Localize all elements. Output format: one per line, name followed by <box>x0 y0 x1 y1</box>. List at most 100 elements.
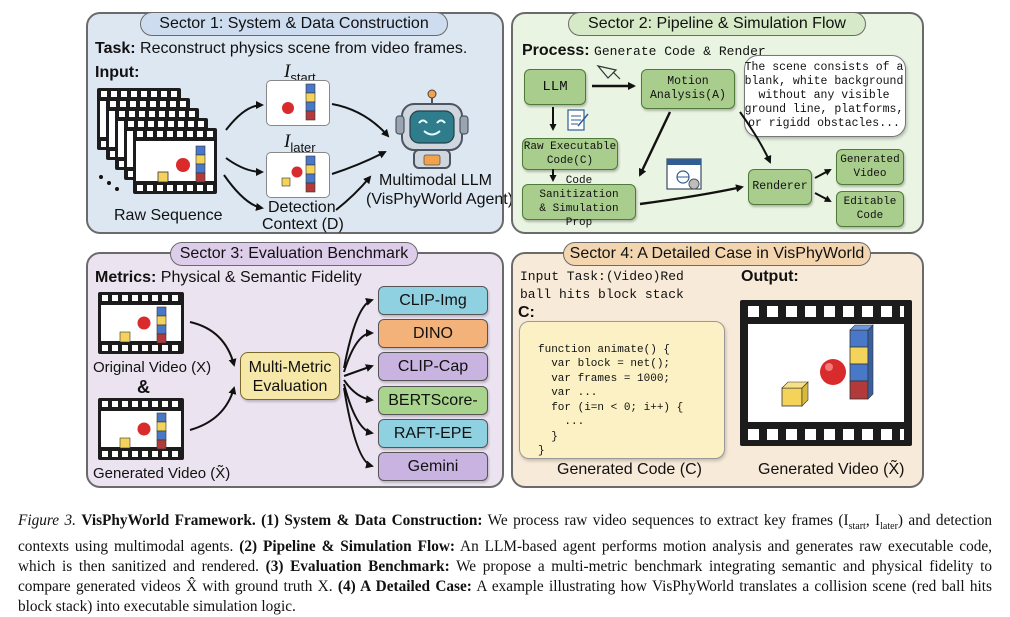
metric-label: Gemini <box>407 458 459 475</box>
generated-video-scene <box>119 412 167 450</box>
caption-p2-label: (2) Pipeline & Simulation Flow: <box>239 538 455 556</box>
sector2-arrows <box>549 82 832 206</box>
i-later-scene <box>281 155 316 193</box>
caption-p4-text: A example illustrating how VisPhyWorld t… <box>18 578 992 616</box>
code-line: } <box>538 430 558 443</box>
pointer-icon <box>596 65 621 80</box>
sector4-title: Sector 4: A Detailed Case in VisPhyWorld <box>563 242 871 266</box>
metric-box: CLIP-Img <box>378 286 488 315</box>
code-line: } <box>538 445 545 457</box>
generated-video-output-label: Generated Video (X̃) <box>758 461 905 478</box>
editable-line1: Editable <box>843 196 897 208</box>
output-scene <box>781 324 874 407</box>
sector3-arrows <box>189 297 374 469</box>
bubble-line: without any visible <box>758 89 890 102</box>
editable-line2: Code <box>856 210 884 222</box>
metric-label: CLIP-Cap <box>397 358 469 375</box>
sector3-title: Sector 3: Evaluation Benchmark <box>170 242 418 266</box>
document-icon <box>567 109 589 131</box>
ampersand: & <box>137 377 150 397</box>
code-line: var block = net(); <box>538 358 671 370</box>
metrics-label: Metrics: <box>95 269 157 286</box>
code-line: var frames = 1000; <box>538 372 671 385</box>
metric-box: CLIP-Cap <box>378 352 488 381</box>
ellipsis-dots <box>99 175 119 191</box>
code-line: for (i=n < 0; i++) { <box>538 401 684 414</box>
task-text: Reconstruct physics scene from video fra… <box>135 40 468 57</box>
eval-line2: Evaluation <box>252 378 328 395</box>
caption-title: VisPhyWorld Framework. <box>81 512 256 529</box>
bubble-line: ground line, platforms, <box>744 103 904 116</box>
generated-video-line2: Video <box>853 168 887 180</box>
caption-p1-text: We process raw video sequences to extrac… <box>482 512 849 529</box>
raw-code-line1: Raw Executable <box>523 141 617 153</box>
agent-line2: (VisPhyWorld Agent) <box>366 191 514 208</box>
generated-video-line1: Generated <box>840 154 900 166</box>
metric-label: DINO <box>413 325 453 342</box>
motion-line2: Analysis(A) <box>650 89 726 102</box>
input-label: Input: <box>95 64 140 81</box>
code-line: var ... <box>538 387 598 399</box>
input-task-line2: ball hits block stack <box>520 287 684 302</box>
caption-p1-label: (1) System & Data Construction: <box>261 512 483 529</box>
sector1-arrows <box>223 101 390 211</box>
task-row: Task: Reconstruct physics scene from vid… <box>95 40 467 58</box>
caption-p4-label: (4) A Detailed Case: <box>337 578 472 596</box>
multi-metric-box: Multi-Metric Evaluation <box>240 352 340 400</box>
metric-box: Gemini <box>378 452 488 481</box>
caption-p1-end: ) and detection contexts using multimoda… <box>18 512 992 556</box>
c-label: C: <box>518 304 535 321</box>
browser-settings-icon <box>666 158 702 190</box>
llm-box: LLM <box>524 69 586 105</box>
generated-video-frame <box>98 398 184 460</box>
output-label: Output: <box>741 268 799 285</box>
raw-frame-scene <box>157 145 206 183</box>
detection-line1: Detection <box>268 199 336 216</box>
renderer-label: Renderer <box>752 180 808 193</box>
speech-bubble <box>744 55 906 137</box>
code-text: function animate() { var block = net(); … <box>538 328 683 459</box>
sector1-title: Sector 1: System & Data Construction <box>140 12 448 36</box>
llm-label: LLM <box>542 79 568 95</box>
bubble-text: The scene consists of a blank, white bac… <box>744 61 904 131</box>
sanitize-line1: Code Sanitization <box>539 175 619 201</box>
caption-p1-mid: , I <box>865 512 881 529</box>
caption-fig: Figure 3. <box>18 512 76 529</box>
sector2-title: Sector 2: Pipeline & Simulation Flow <box>568 12 866 36</box>
generated-code-label: Generated Code (C) <box>557 461 702 478</box>
original-video-scene <box>119 306 167 344</box>
process-row: Process: Generate Code & Render <box>522 42 766 60</box>
input-task-line1: Input Task:(Video)Red <box>520 269 684 284</box>
code-line: function animate() { <box>538 343 671 356</box>
i-start-frame <box>266 80 330 126</box>
figure-caption: Figure 3. VisPhyWorld Framework. (1) Sys… <box>18 511 992 617</box>
caption-p2-text: An LLM-based agent performs motion analy… <box>18 538 992 576</box>
code-line: ... <box>538 416 585 428</box>
i-start-scene <box>282 83 316 121</box>
motion-line1: Motion <box>667 75 709 88</box>
raw-sequence-label: Raw Sequence <box>114 207 223 224</box>
generated-video-label: Generated Video (X̃) <box>93 465 231 482</box>
agent-line1: Multimodal LLM <box>379 172 492 189</box>
caption-p1-sub2: later <box>880 521 898 533</box>
metric-box: DINO <box>378 319 488 348</box>
renderer-box: Renderer <box>748 169 812 205</box>
process-label: Process: <box>522 42 590 59</box>
caption-p3-text: We propose a multi-metric benchmark inte… <box>18 558 992 596</box>
robot-agent-icon <box>395 89 469 169</box>
task-label: Task: <box>95 40 136 57</box>
metric-label: RAFT-EPE <box>393 425 473 442</box>
process-text: Generate Code & Render <box>594 44 766 59</box>
sanitize-line2: & Simulation Prop <box>539 203 619 229</box>
detection-line2: Context (D) <box>262 216 344 233</box>
sanitize-box: Code Sanitization& Simulation Prop <box>522 175 636 229</box>
metrics-row: Metrics: Physical & Semantic Fidelity <box>95 269 362 287</box>
eval-line1: Multi-Metric <box>248 359 332 376</box>
code-block <box>519 321 725 459</box>
original-video-label: Original Video (X) <box>93 359 212 376</box>
